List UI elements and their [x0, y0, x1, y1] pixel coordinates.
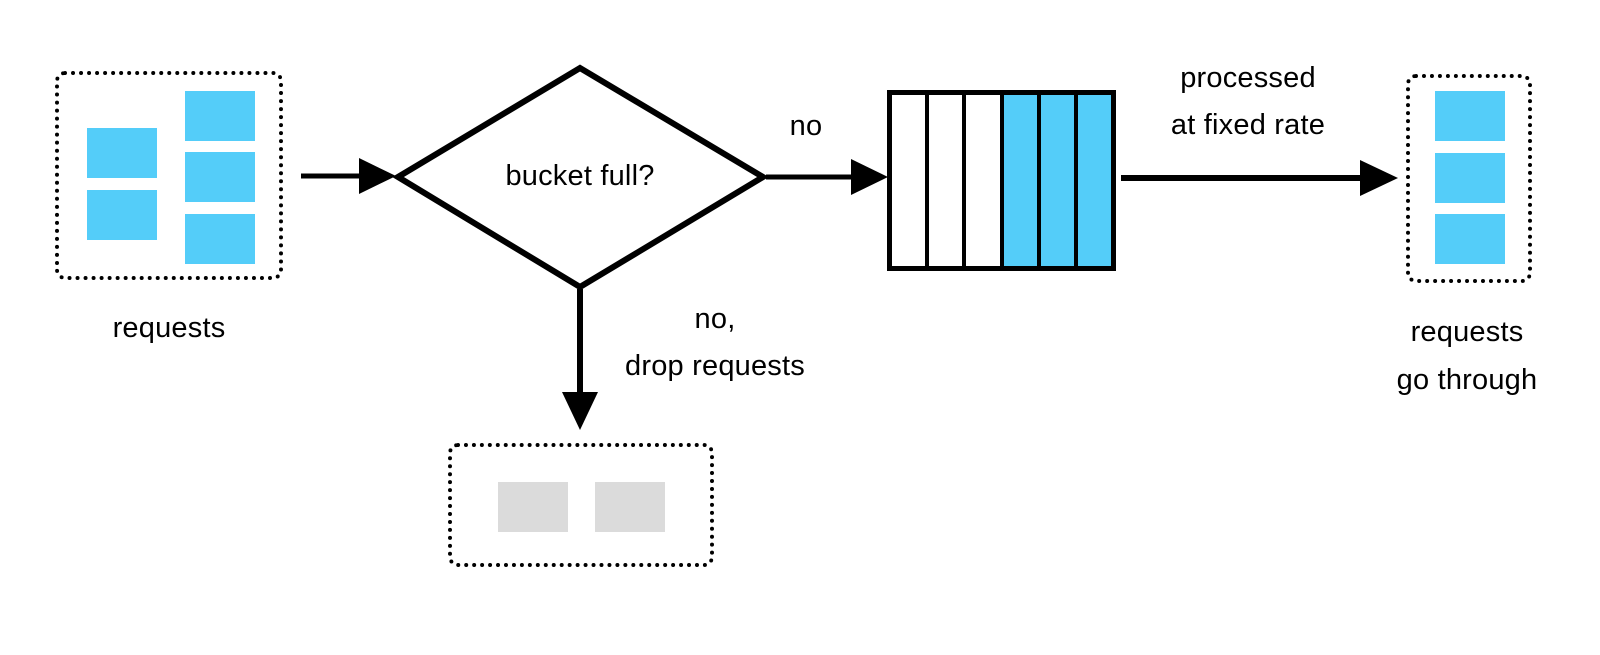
request-item [185, 152, 255, 202]
outgoing-requests-label: requests go through [1342, 308, 1592, 404]
request-item [1435, 91, 1505, 141]
request-item [185, 214, 255, 264]
dropped-request-item [595, 482, 665, 532]
request-item [87, 128, 157, 178]
bucket-slot [1040, 95, 1074, 266]
bucket-queue [887, 90, 1116, 271]
outgoing-requests-box [1406, 74, 1532, 283]
dropped-request-item [498, 482, 568, 532]
incoming-requests-box [55, 71, 283, 280]
edge-label-drop: no, drop requests [590, 296, 840, 390]
edge-label-drop-line1: no, [694, 303, 736, 335]
arrow-decision-to-dropped [562, 289, 598, 430]
edge-label-processed-line1: processed [1180, 62, 1316, 94]
arrow-incoming-to-decision [301, 158, 396, 194]
request-item [87, 190, 157, 240]
bucket-slot [966, 95, 1000, 266]
request-item [1435, 214, 1505, 264]
request-item [1435, 153, 1505, 203]
bucket-slot [1003, 95, 1037, 266]
arrow-decision-to-bucket [766, 159, 888, 195]
bucket-slot [929, 95, 963, 266]
edge-label-processed: processed at fixed rate [1123, 55, 1373, 149]
arrow-bucket-to-outgoing [1121, 160, 1398, 196]
outgoing-requests-label-line1: requests [1410, 316, 1524, 348]
decision-diamond [392, 64, 769, 291]
outgoing-requests-label-line2: go through [1396, 364, 1538, 396]
bucket-slot [1077, 95, 1112, 266]
edge-label-processed-line2: at fixed rate [1170, 109, 1326, 141]
incoming-requests-label: requests [112, 312, 226, 344]
edge-label-no: no [789, 110, 823, 142]
decision-label: bucket full? [505, 160, 655, 192]
dropped-requests-box [448, 443, 714, 567]
request-item [185, 91, 255, 141]
bucket-slot [892, 95, 926, 266]
edge-label-drop-line2: drop requests [625, 350, 805, 382]
